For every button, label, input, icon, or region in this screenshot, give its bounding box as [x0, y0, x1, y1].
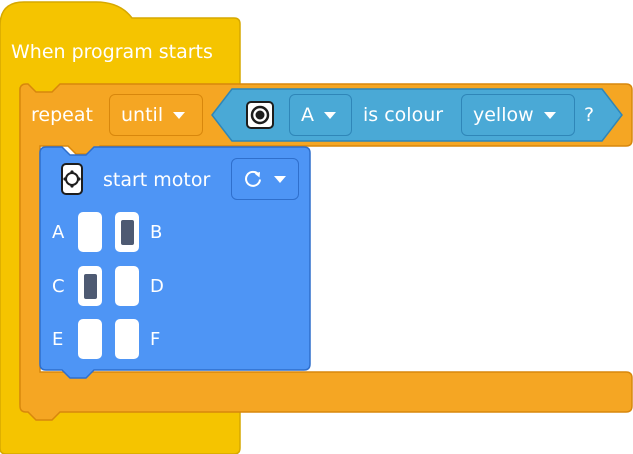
repeat-mode-dropdown[interactable]: until: [109, 94, 203, 136]
port-toggle-a[interactable]: [78, 212, 102, 252]
repeat-mode-value: until: [121, 104, 164, 126]
start-motor-block[interactable]: [39, 146, 311, 379]
port-toggle-b[interactable]: [115, 212, 139, 252]
port-label-d: D: [150, 276, 164, 297]
chevron-down-icon: [324, 111, 336, 119]
port-label-c: C: [52, 276, 65, 297]
chevron-down-icon: [274, 175, 286, 183]
sensor-port-dropdown[interactable]: A: [289, 94, 352, 136]
clockwise-arrow-icon: [245, 170, 261, 187]
port-label-b: B: [150, 222, 163, 243]
is-colour-label: is colour: [363, 104, 444, 126]
chevron-down-icon: [173, 111, 186, 119]
port-toggle-e[interactable]: [78, 319, 102, 359]
colour-sensor-icon: [246, 101, 274, 129]
port-toggle-f[interactable]: [115, 319, 139, 359]
motor-icon: [61, 163, 83, 195]
hat-label: When program starts: [11, 41, 213, 63]
colour-value: yellow: [473, 104, 534, 126]
start-motor-label: start motor: [103, 169, 211, 191]
port-label-f: F: [150, 329, 161, 350]
question-mark: ?: [584, 104, 595, 126]
port-toggle-c[interactable]: [78, 266, 102, 306]
colour-dropdown[interactable]: yellow: [461, 94, 575, 136]
repeat-label: repeat: [31, 104, 93, 126]
sensor-port-value: A: [301, 104, 314, 126]
chevron-down-icon: [543, 111, 556, 119]
port-toggle-d[interactable]: [115, 266, 139, 306]
port-label-a: A: [52, 222, 65, 243]
port-label-e: E: [52, 329, 64, 350]
direction-dropdown[interactable]: [231, 158, 299, 200]
